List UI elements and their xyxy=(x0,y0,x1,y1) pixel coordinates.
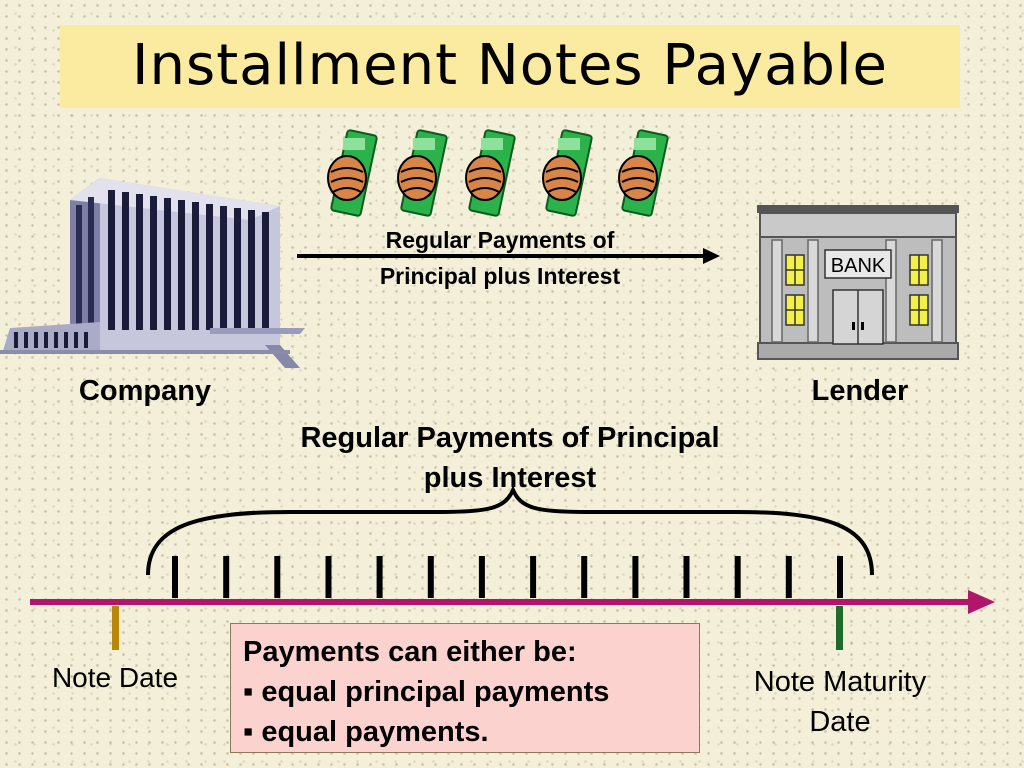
timeline-arrow xyxy=(30,590,995,614)
payment-ticks xyxy=(172,556,843,598)
payment-tick xyxy=(325,556,332,598)
company-label: Company xyxy=(78,375,212,407)
title-banner: Installment Notes Payable xyxy=(60,25,960,108)
note-maturity-line1: Note Maturity xyxy=(753,666,927,698)
payment-tick xyxy=(530,556,537,598)
payment-tick xyxy=(478,556,485,598)
payment-flow-arrow xyxy=(297,248,720,264)
payment-tick xyxy=(683,556,690,598)
payment-tick xyxy=(785,556,792,598)
note-date-marker xyxy=(112,606,119,650)
payments-brace xyxy=(146,485,874,576)
office-building-icon xyxy=(0,178,305,368)
arrow-caption: Regular Payments of Principal plus Inter… xyxy=(330,222,670,294)
payment-tick xyxy=(581,556,588,598)
payment-tick xyxy=(376,556,383,598)
lender-label: Lender xyxy=(811,375,909,407)
note-maturity-line2: Date xyxy=(809,706,871,738)
payments-options-box: Payments can either be: ▪ equal principa… xyxy=(230,623,700,753)
note-date-label: Note Date xyxy=(51,662,179,693)
bank-sign: BANK xyxy=(831,255,886,277)
arrow-caption-line1: Regular Payments of xyxy=(385,227,615,253)
page-title: Installment Notes Payable xyxy=(132,33,888,98)
maturity-date-marker xyxy=(836,606,843,650)
brace-caption-line1: Regular Payments of Principal xyxy=(300,422,720,454)
payment-tick xyxy=(734,556,741,598)
payment-tick xyxy=(223,556,230,598)
hand-holding-money-icon xyxy=(327,129,669,217)
payment-tick xyxy=(172,556,178,598)
note-maturity-label: Note Maturity Date xyxy=(715,662,965,742)
payment-tick xyxy=(837,556,843,598)
payment-tick xyxy=(427,556,434,598)
payments-box-heading: Payments can either be: xyxy=(243,636,577,668)
payment-tick xyxy=(632,556,639,598)
bank-building-icon: BANK xyxy=(757,205,959,360)
brace-caption: Regular Payments of Principal plus Inter… xyxy=(230,418,790,498)
payments-box-item-1: ▪ equal principal payments xyxy=(243,676,610,708)
brace-caption-line2: plus Interest xyxy=(423,462,597,494)
arrow-caption-line2: Principal plus Interest xyxy=(379,263,621,289)
payments-box-item-2: ▪ equal payments. xyxy=(243,716,489,748)
payment-tick xyxy=(274,556,281,598)
